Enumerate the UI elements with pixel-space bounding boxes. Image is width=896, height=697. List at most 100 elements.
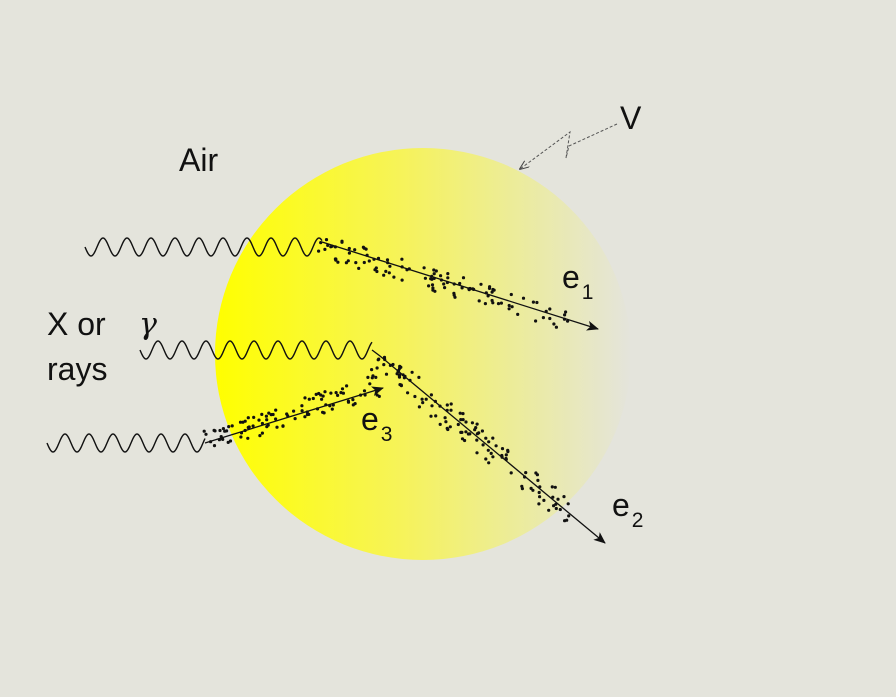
ion-dot <box>567 514 571 518</box>
ion-dot <box>314 392 318 396</box>
ion-dot <box>458 281 462 286</box>
ion-dot <box>305 412 309 417</box>
ion-dot <box>537 490 541 495</box>
volume-label: V <box>620 100 642 136</box>
ion-dot <box>484 291 488 295</box>
ion-dot <box>384 372 389 376</box>
ion-dot <box>550 485 554 489</box>
ion-dot <box>558 507 562 512</box>
ion-dot <box>477 299 481 303</box>
ion-dot <box>363 393 367 397</box>
ion-dot <box>218 428 222 433</box>
ion-dot <box>492 288 496 292</box>
ion-dot <box>405 268 409 272</box>
ion-dot <box>434 269 438 273</box>
ion-dot <box>506 448 510 452</box>
ion-dot <box>367 259 371 263</box>
rays-label: rays <box>47 351 107 387</box>
ion-dot <box>319 241 323 245</box>
ion-dot <box>423 276 427 280</box>
ion-dot <box>221 427 225 431</box>
ion-dot <box>500 447 505 451</box>
ion-dot <box>432 268 436 272</box>
ion-dot <box>347 246 351 251</box>
ion-dot <box>421 401 425 405</box>
ion-dot <box>564 310 568 314</box>
ion-dot <box>392 275 396 279</box>
ion-dot <box>382 363 386 367</box>
ion-dot <box>217 438 221 442</box>
ion-dot <box>377 357 381 361</box>
ion-dot <box>452 282 456 286</box>
ion-dot <box>552 322 556 326</box>
ion-dot <box>406 391 410 395</box>
ion-dot <box>535 300 539 305</box>
ion-dot <box>354 261 358 265</box>
ion-pairs-track-e3 <box>202 374 381 448</box>
ion-dot <box>386 261 390 265</box>
ion-dot <box>424 397 428 401</box>
ion-dot <box>494 444 498 448</box>
ion-dot <box>461 276 466 280</box>
ion-dot <box>438 404 442 408</box>
ion-dot <box>305 410 309 414</box>
ion-dot <box>496 302 501 306</box>
ion-dot <box>563 313 567 317</box>
ion-dot <box>374 375 378 379</box>
ion-dot <box>541 316 546 320</box>
ion-dot <box>366 375 370 379</box>
ion-dot <box>463 438 467 443</box>
ion-dot <box>300 409 304 413</box>
ion-dot <box>547 508 551 512</box>
ion-dot <box>340 387 345 391</box>
ion-dot <box>315 407 320 411</box>
ion-dot <box>429 414 433 418</box>
ion-dot <box>324 403 328 407</box>
ion-dot <box>442 282 446 286</box>
ion-dot <box>475 432 479 436</box>
ion-dot <box>264 414 268 418</box>
ion-dot <box>499 301 503 305</box>
ion-dot <box>323 390 327 394</box>
electron-track-e3 <box>204 386 384 444</box>
ion-dot <box>226 440 230 444</box>
ion-dot <box>531 300 536 304</box>
ion-dot <box>471 287 475 291</box>
air-volume-sphere <box>215 148 631 560</box>
ion-dot <box>336 260 340 264</box>
ion-dot <box>445 426 449 430</box>
ion-dot <box>292 409 296 413</box>
electron-track-e2 <box>371 349 606 544</box>
ion-dot <box>486 294 490 298</box>
ion-dot <box>387 271 391 275</box>
ion-dot <box>475 422 479 426</box>
ion-dot <box>212 444 217 448</box>
ion-dot <box>417 375 421 379</box>
ion-dot <box>328 404 332 408</box>
ion-dot <box>481 443 485 447</box>
ion-dot <box>230 424 234 428</box>
photon-wave-3 <box>46 433 206 453</box>
ion-dot <box>267 411 271 415</box>
ion-dot <box>221 437 225 441</box>
ion-dot <box>320 397 324 401</box>
ion-dot <box>370 376 374 380</box>
ion-dot <box>537 502 541 506</box>
ion-dot <box>382 355 387 359</box>
ion-dot <box>456 422 460 427</box>
ion-dot <box>293 417 297 421</box>
ion-dot <box>464 420 468 424</box>
ion-dot <box>239 431 244 435</box>
ion-dot <box>307 397 311 401</box>
ion-dot <box>529 486 533 490</box>
ion-dot <box>413 394 417 399</box>
air-label: Air <box>179 142 218 178</box>
ion-dot <box>339 391 343 395</box>
ion-dot <box>534 319 538 323</box>
ion-dot <box>417 405 421 409</box>
ion-dot <box>238 420 243 424</box>
ion-dot <box>246 425 250 430</box>
ion-dot <box>374 266 378 270</box>
ion-dot <box>507 307 511 311</box>
ion-dot <box>565 518 569 522</box>
